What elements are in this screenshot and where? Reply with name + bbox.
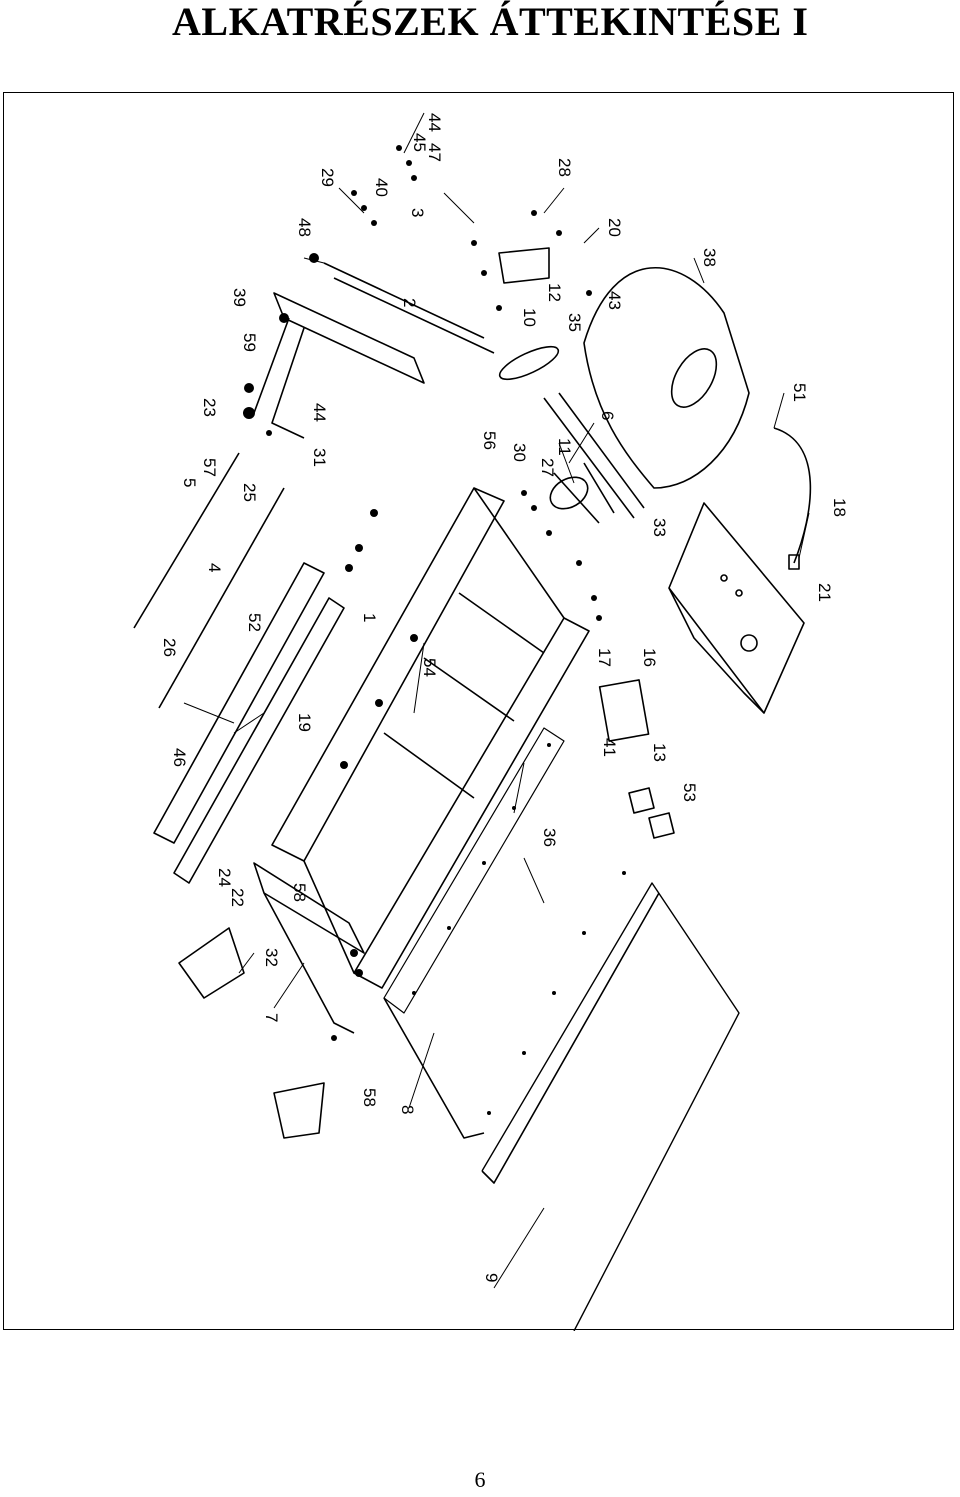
callout-43: 43	[605, 291, 624, 310]
side-rail-1	[153, 562, 325, 844]
callout-46: 45	[410, 133, 429, 152]
callout-49: 48	[295, 218, 314, 237]
callout-28: 28	[555, 158, 574, 177]
callout-54: 54	[420, 658, 439, 677]
callout-21: 21	[815, 583, 834, 602]
callout-33: 33	[650, 518, 669, 537]
callout-27: 27	[538, 458, 557, 477]
callout-25: 25	[240, 483, 259, 502]
power-cord	[773, 427, 812, 564]
callout-41: 41	[600, 738, 619, 757]
deck-board	[383, 727, 565, 1014]
callout-13: 13	[650, 743, 669, 762]
callout-16: 16	[640, 648, 659, 667]
end-cap-left	[178, 927, 245, 999]
drive-belt	[498, 345, 560, 381]
callout-39: 39	[230, 288, 249, 307]
callout-19: 19	[295, 713, 314, 732]
callout-52: 51	[790, 383, 809, 402]
callout-1: 1	[360, 613, 379, 622]
flywheel	[498, 247, 550, 284]
page-title: ALKATRÉSZEK ÁTTEKINTÉSE I	[172, 0, 809, 44]
front-frame	[273, 292, 425, 384]
callout-5: 5	[180, 478, 199, 487]
main-frame-rail-right	[353, 617, 590, 989]
callout-38: 38	[700, 248, 719, 267]
callout-17: 17	[595, 648, 614, 667]
main-frame-rail-left	[271, 487, 505, 862]
callout-11: 11	[555, 438, 574, 456]
running-belt	[481, 882, 740, 1331]
callout-59: 59	[240, 333, 259, 352]
motor-cover	[583, 267, 750, 489]
base-plate	[668, 502, 805, 714]
callout-26: 26	[160, 638, 179, 657]
callout-12: 12	[545, 283, 564, 302]
callout-20: 20	[605, 218, 624, 237]
callout-24: 24	[215, 868, 234, 887]
upright-tube-4	[158, 487, 285, 709]
callout-40: 40	[372, 178, 391, 197]
callout-9: 9	[482, 1273, 501, 1282]
callout-3: 3	[408, 208, 427, 217]
callout-18: 18	[830, 498, 849, 517]
roller	[543, 392, 645, 519]
callout-7: 7	[262, 1013, 281, 1022]
callout-53: 53	[680, 783, 699, 802]
callout-10: 10	[520, 308, 539, 327]
callout-51: 52	[245, 613, 264, 632]
callout-30: 30	[510, 443, 529, 462]
callout-22: 22	[228, 888, 247, 907]
callout-31: 31	[310, 448, 329, 467]
side-rail-2	[173, 597, 345, 884]
callout-23: 23	[200, 398, 219, 417]
callout-56: 56	[480, 431, 499, 450]
exploded-parts-diagram: 45 44 47 29 40 3 28 20 38 43 35 12 10 48…	[3, 92, 954, 1331]
callout-6: 6	[598, 411, 617, 420]
callout-47: 46	[170, 748, 189, 767]
callout-36: 36	[540, 828, 559, 847]
callout-58: 58	[360, 1088, 379, 1107]
rear-frame	[253, 862, 365, 954]
callout-8: 8	[398, 1105, 417, 1114]
callout-55: 57	[200, 458, 219, 477]
callout-48: 47	[425, 143, 444, 162]
callout-44: 44	[310, 403, 329, 422]
callout-57: 58	[290, 883, 309, 902]
page-number: 6	[474, 1467, 486, 1492]
end-cap-right	[273, 1082, 325, 1139]
parts-drawing: 45 44 47 29 40 3 28 20 38 43 35 12 10 48…	[133, 112, 849, 1331]
callout-29: 29	[318, 168, 337, 187]
controller-box	[598, 679, 650, 742]
callout-32: 32	[262, 948, 281, 967]
callout-4: 4	[205, 563, 224, 572]
callout-35: 35	[565, 313, 584, 332]
callout-45: 44	[425, 113, 444, 132]
callout-2: 2	[400, 298, 419, 307]
upright-tube-5	[133, 452, 240, 629]
